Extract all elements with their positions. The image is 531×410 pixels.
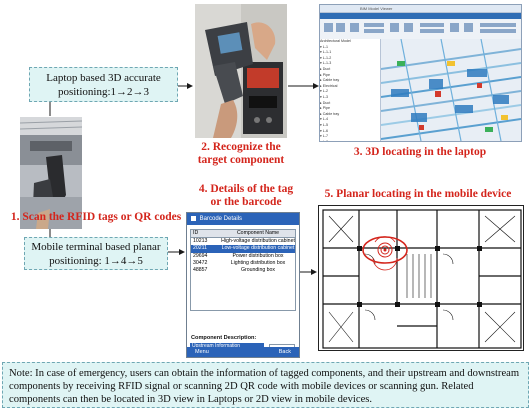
step-4-label: 4. Details of the tag or the barcode bbox=[198, 183, 294, 208]
row-component-name: Power distribution box bbox=[232, 252, 284, 259]
table-row[interactable]: 20211 Low-voltage distribution cabinet bbox=[191, 245, 295, 253]
col-id-header: ID bbox=[193, 230, 199, 236]
table-row[interactable]: 30472 Lighting distribution box bbox=[191, 260, 295, 267]
row-id: 48857 bbox=[193, 266, 208, 273]
tree-item[interactable]: ▸ Duct bbox=[320, 100, 331, 105]
barcode-details-title: Barcode Details bbox=[199, 216, 243, 222]
floor-plan-view bbox=[318, 205, 524, 351]
window-menu-bar bbox=[320, 13, 521, 19]
tree-item[interactable]: ▾ L-8 bbox=[320, 139, 328, 142]
floor-plan-drawing bbox=[319, 206, 523, 350]
mobile-positioning-callout: Mobile terminal based planar positioning… bbox=[24, 237, 168, 270]
tree-item[interactable]: ▾ L-2 bbox=[320, 89, 328, 94]
note-text: Note: In case of emergency, users can ob… bbox=[9, 368, 520, 406]
target-location-marker bbox=[362, 236, 408, 271]
row-component-name: Lighting distribution box bbox=[230, 259, 286, 266]
table-row[interactable]: 48857 Grounding box bbox=[191, 267, 295, 274]
tree-item[interactable]: ▾ L-1 bbox=[320, 44, 328, 49]
scanner-photo bbox=[20, 117, 82, 229]
tree-item[interactable]: ▾ L-7 bbox=[320, 134, 328, 139]
tree-item[interactable]: ▸ Electrical bbox=[320, 83, 338, 88]
reader-photo bbox=[195, 4, 287, 138]
laptop-positioning-text: Laptop based 3D accurate positioning:1→2… bbox=[46, 72, 161, 98]
mobile-barcode-screen: Barcode Details ID Component Name 10213 H… bbox=[186, 212, 300, 358]
row-id: 10213 bbox=[193, 238, 208, 245]
row-id: 30472 bbox=[193, 259, 208, 266]
tree-item[interactable]: ▸ Cable tray bbox=[320, 111, 340, 116]
back-softkey[interactable]: Back bbox=[278, 349, 291, 355]
row-id: 29694 bbox=[193, 252, 208, 259]
step-3-label: 3. 3D locating in the laptop bbox=[353, 146, 487, 158]
tree-item[interactable]: ▾ L-6 bbox=[320, 128, 328, 133]
step-2-label: 2. Recognize the target component bbox=[197, 141, 285, 166]
window-ribbon bbox=[320, 19, 521, 40]
tree-item[interactable]: ▾ L-1-1 bbox=[320, 50, 332, 55]
table-row[interactable]: 10213 High-voltage distribution cabinet bbox=[191, 238, 295, 245]
bim-3d-render bbox=[380, 38, 521, 141]
menu-softkey[interactable]: Menu bbox=[195, 349, 209, 355]
tree-item[interactable]: ▾ L-5 bbox=[320, 122, 328, 127]
barcode-details-header: Barcode Details bbox=[187, 213, 299, 225]
model-tree-panel[interactable]: Architectural Model▾ L-1▾ L-1-1▾ L-1-2▾ … bbox=[320, 39, 381, 141]
tree-item[interactable]: Architectural Model bbox=[320, 39, 351, 43]
tree-item[interactable]: ▸ Cable tray bbox=[320, 78, 340, 83]
tree-item[interactable]: ▸ Duct bbox=[320, 66, 331, 71]
tree-item[interactable]: ▾ L-3 bbox=[320, 94, 328, 99]
table-row[interactable]: 29694 Power distribution box bbox=[191, 253, 295, 260]
step-1-label: 1. Scan the RFID tags or QR codes bbox=[10, 211, 182, 223]
softkey-bar: Menu Back bbox=[187, 347, 299, 357]
tree-item[interactable]: ▾ L-1-2 bbox=[320, 55, 332, 60]
row-component-name: Low-voltage distribution cabinet bbox=[221, 245, 295, 252]
table-header-row: ID Component Name bbox=[191, 230, 295, 239]
laptop-3d-window: BIM Model Viewer Architectural Model▾ L-… bbox=[319, 4, 522, 142]
row-component-name: Grounding box bbox=[240, 266, 276, 273]
step-5-label: 5. Planar locating in the mobile device bbox=[324, 188, 512, 200]
bim-3d-view[interactable] bbox=[380, 38, 521, 141]
mobile-positioning-text: Mobile terminal based planar positioning… bbox=[31, 241, 161, 267]
component-description-label: Component Description: bbox=[191, 335, 257, 341]
window-title: BIM Model Viewer bbox=[320, 5, 521, 13]
windows-flag-icon bbox=[191, 215, 196, 221]
laptop-positioning-callout: Laptop based 3D accurate positioning:1→2… bbox=[29, 67, 178, 102]
col-name-header: Component Name bbox=[236, 230, 280, 236]
tree-item[interactable]: ▸ Pipe bbox=[320, 72, 330, 77]
tree-item[interactable]: ▸ Pipe bbox=[320, 106, 330, 111]
tree-item[interactable]: ▾ L-1-3 bbox=[320, 61, 332, 66]
row-id: 20211 bbox=[193, 245, 208, 252]
row-component-name: High-voltage distribution cabinet bbox=[221, 238, 295, 245]
note-box: Note: In case of emergency, users can ob… bbox=[2, 362, 529, 408]
component-table: ID Component Name 10213 High-voltage dist… bbox=[190, 229, 296, 311]
tree-item[interactable]: ▾ L-4 bbox=[320, 117, 328, 122]
